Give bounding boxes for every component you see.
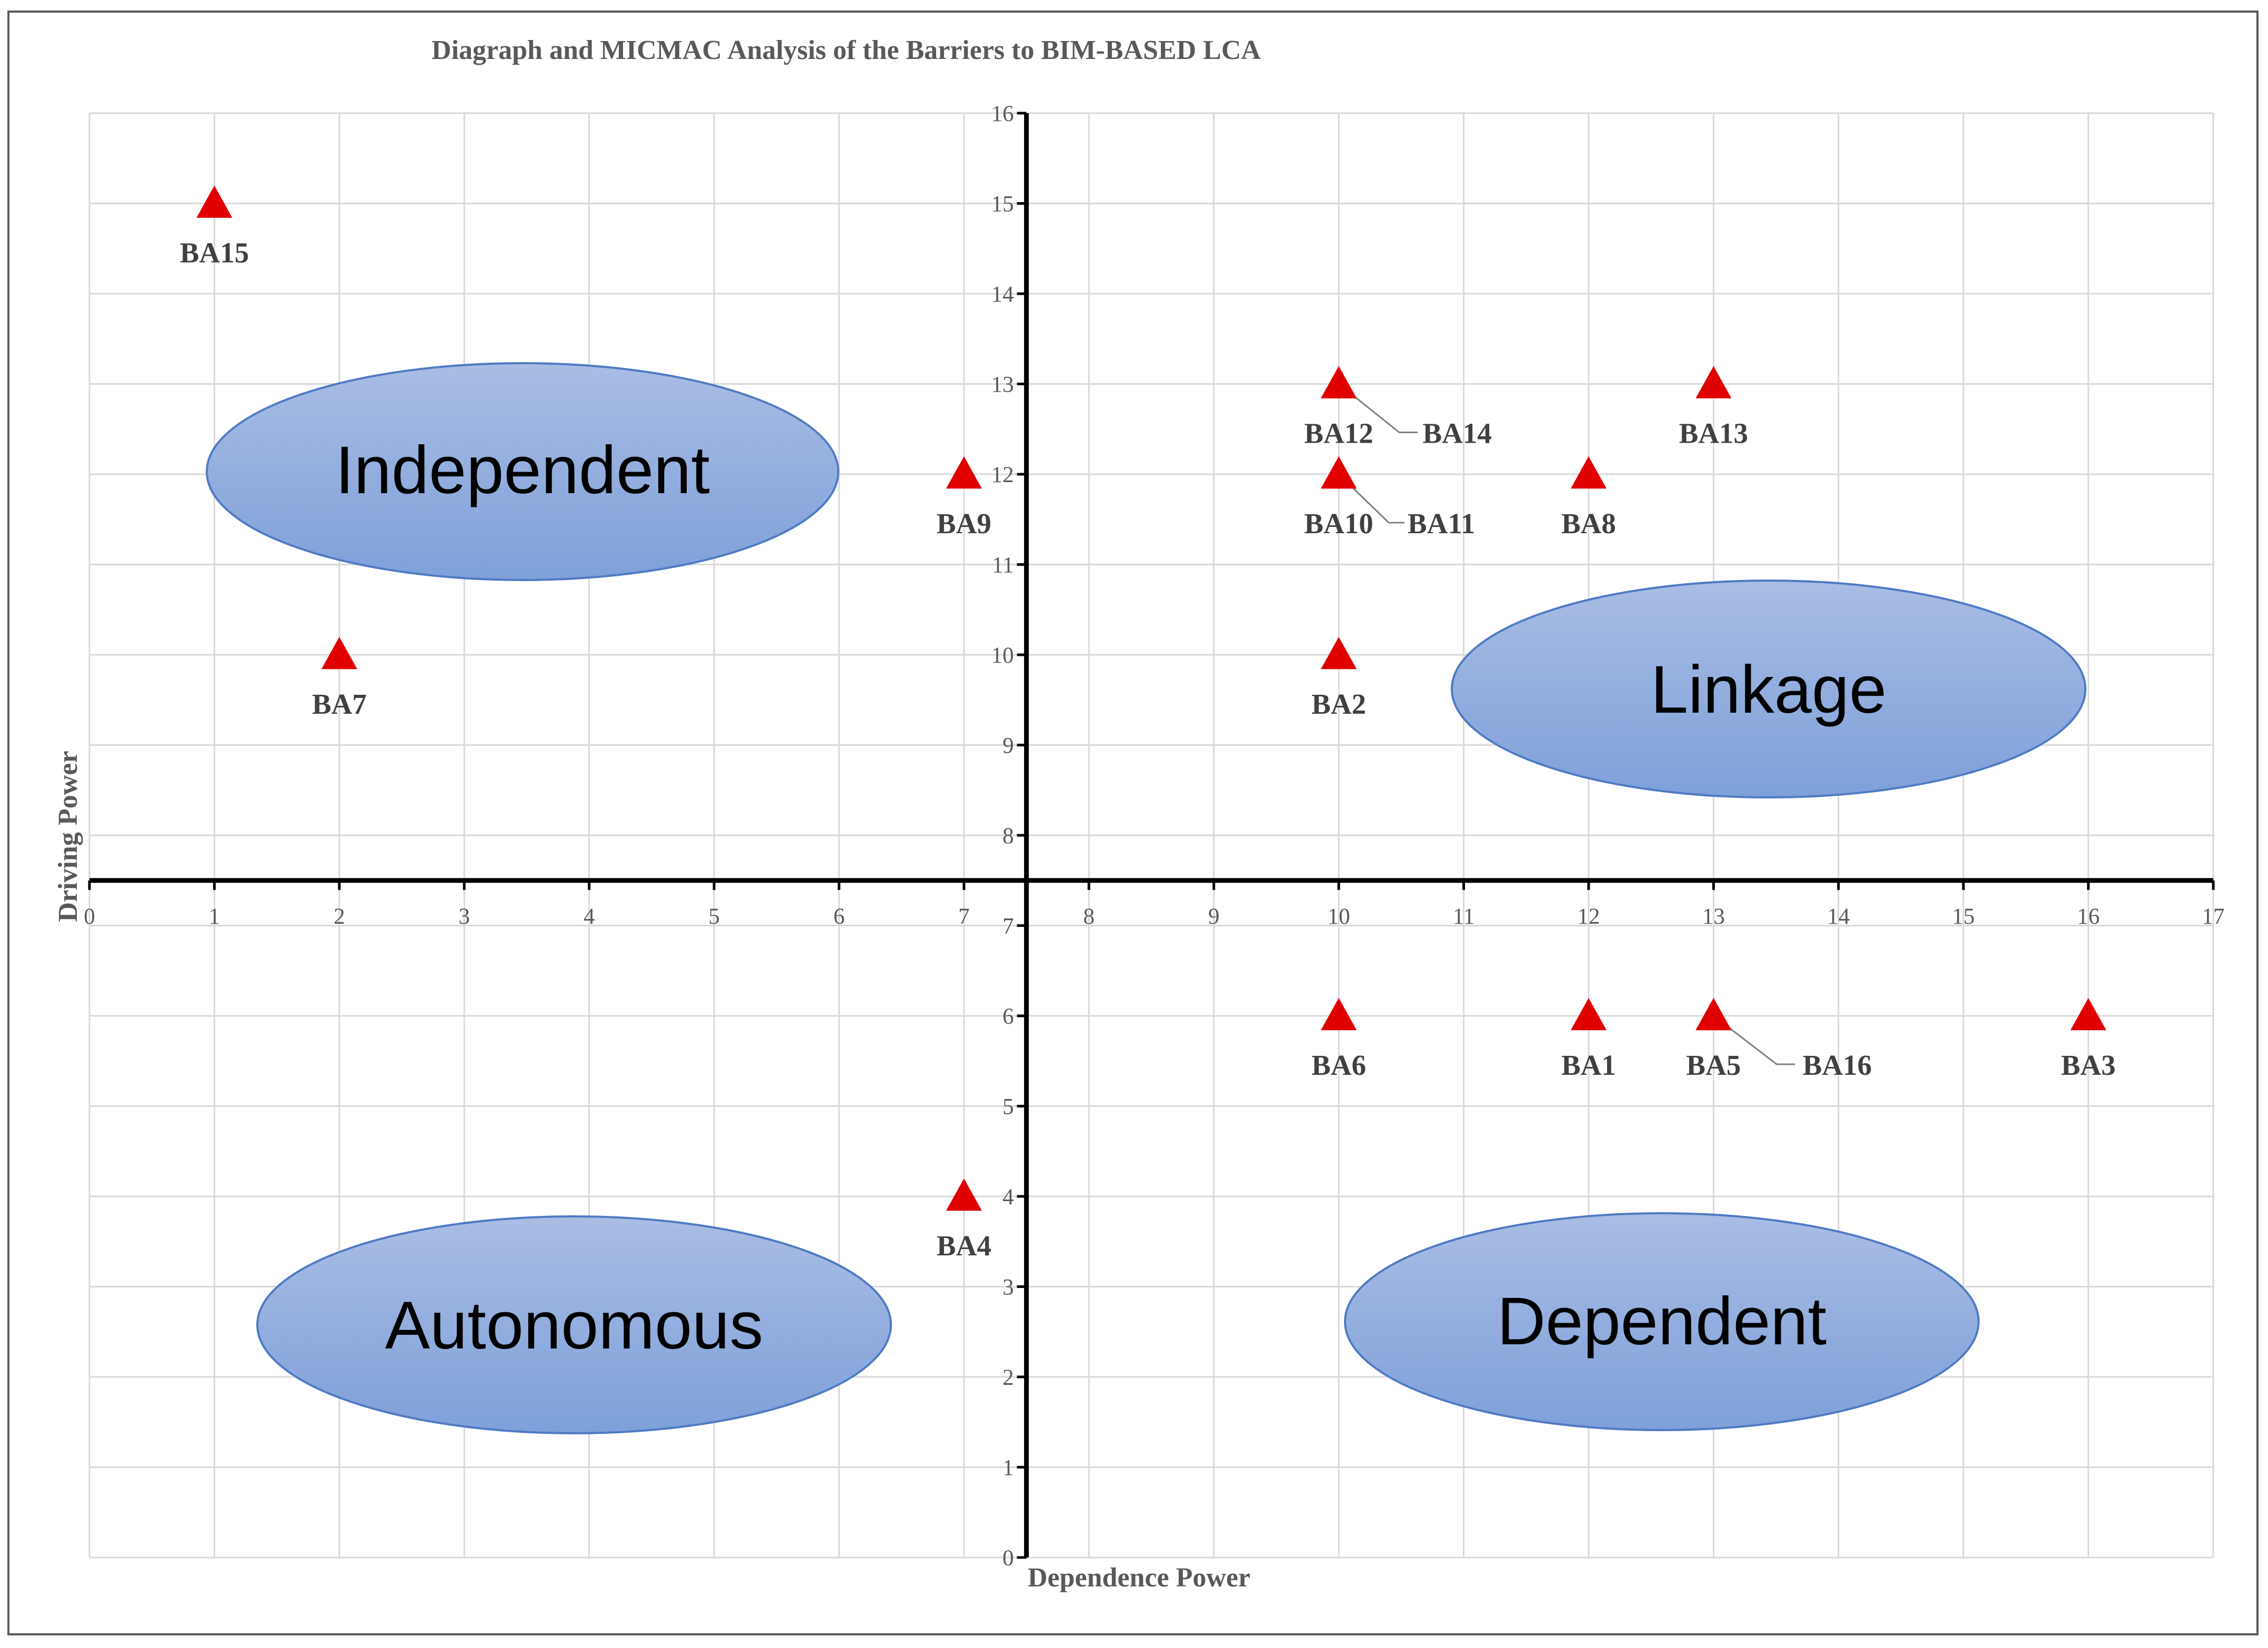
- x-tick-label: 9: [1208, 904, 1220, 929]
- x-tick-label: 8: [1083, 904, 1095, 929]
- region-label-independent: Independent: [335, 433, 710, 508]
- x-tick-label: 14: [1827, 904, 1850, 929]
- y-tick-label: 12: [991, 463, 1014, 487]
- point-label-ba2: BA2: [1311, 688, 1366, 720]
- point-ba14: [1321, 366, 1357, 398]
- leader-line-ba14: [1338, 383, 1418, 433]
- point-label-ba13: BA13: [1679, 417, 1748, 450]
- point-label-ba7: BA7: [312, 688, 367, 720]
- point-ba9: [946, 456, 982, 489]
- y-tick-label: 4: [1002, 1185, 1014, 1210]
- point-label-ba9: BA9: [937, 507, 991, 540]
- region-label-linkage: Linkage: [1651, 652, 1886, 727]
- leader-line-ba11: [1338, 473, 1405, 524]
- point-ba13: [1695, 366, 1732, 398]
- region-label-autonomous: Autonomous: [385, 1288, 764, 1363]
- region-ellipse-autonomous: [256, 1215, 892, 1434]
- x-tick-label: 16: [2077, 904, 2100, 929]
- x-tick-label: 2: [334, 904, 345, 929]
- y-tick-label: 10: [991, 643, 1014, 668]
- point-label-ba6: BA6: [1311, 1049, 1366, 1081]
- y-tick-label: 13: [991, 373, 1014, 397]
- x-tick-label: 1: [209, 904, 220, 929]
- axis-layer: [88, 112, 2215, 1559]
- point-ba8: [1570, 456, 1607, 489]
- point-ba3: [2070, 998, 2106, 1031]
- point-label-ba8: BA8: [1561, 507, 1616, 540]
- x-tick-label: 12: [1577, 904, 1600, 929]
- y-tick-label: 3: [1002, 1275, 1014, 1300]
- x-tick-label: 3: [458, 904, 470, 929]
- y-tick-label: 14: [991, 282, 1014, 307]
- point-label-ba3: BA3: [2061, 1049, 2116, 1081]
- region-ellipse-linkage: [1451, 580, 2086, 798]
- x-tick-label: 5: [708, 904, 720, 929]
- point-label-ba14: BA14: [1422, 417, 1491, 450]
- x-tick-label: 4: [584, 904, 595, 929]
- chart-title: Diagraph and MICMAC Analysis of the Barr…: [431, 35, 1261, 65]
- y-tick-label: 2: [1002, 1365, 1014, 1390]
- leader-line-ba16: [1713, 1015, 1795, 1065]
- point-label-ba16: BA16: [1803, 1049, 1872, 1081]
- y-tick-label: 7: [1002, 914, 1014, 939]
- y-tick-label: 6: [1002, 1004, 1014, 1029]
- point-ba1: [1570, 998, 1607, 1031]
- x-tick-label: 15: [1952, 904, 1975, 929]
- point-label-ba10: BA10: [1304, 507, 1373, 540]
- point-ba4: [946, 1178, 982, 1211]
- x-tick-label: 11: [1453, 904, 1474, 929]
- point-ba2: [1321, 637, 1357, 670]
- x-tick-label: 7: [958, 904, 970, 929]
- point-label-ba15: BA15: [180, 237, 249, 269]
- region-label-dependent: Dependent: [1497, 1284, 1827, 1359]
- region-ellipse-dependent: [1344, 1212, 1980, 1431]
- point-layer: [196, 185, 2106, 1211]
- point-label-ba5: BA5: [1686, 1049, 1741, 1081]
- x-tick-label: 0: [84, 904, 95, 929]
- y-tick-label: 16: [991, 102, 1014, 126]
- x-tick-label: 10: [1328, 904, 1350, 929]
- point-label-ba11: BA11: [1408, 507, 1475, 540]
- y-tick-label: 8: [1002, 824, 1014, 848]
- point-ba6: [1321, 998, 1357, 1031]
- x-tick-label: 17: [2202, 904, 2225, 929]
- leader-layer: [1338, 383, 1795, 1065]
- point-label-ba12: BA12: [1304, 417, 1373, 450]
- region-ellipse-independent: [206, 362, 839, 581]
- chart-svg: Diagraph and MICMAC Analysis of the Barr…: [53, 35, 2225, 1593]
- y-axis-title: Driving Power: [53, 751, 83, 922]
- x-axis-title: Dependence Power: [1028, 1563, 1250, 1593]
- y-tick-label: 1: [1002, 1456, 1014, 1481]
- point-ba7: [321, 637, 357, 670]
- point-label-ba4: BA4: [937, 1230, 991, 1262]
- chart-frame: Diagraph and MICMAC Analysis of the Barr…: [7, 11, 2259, 1635]
- point-ba11: [1321, 456, 1357, 489]
- y-tick-label: 11: [992, 553, 1013, 578]
- point-label-ba1: BA1: [1561, 1049, 1616, 1081]
- point-ba15: [196, 185, 233, 218]
- x-tick-label: 6: [834, 904, 845, 929]
- y-tick-label: 9: [1002, 734, 1014, 758]
- x-tick-label: 13: [1702, 904, 1725, 929]
- y-tick-label: 5: [1002, 1095, 1014, 1120]
- y-tick-label: 15: [991, 192, 1014, 217]
- y-tick-label: 0: [1002, 1546, 1014, 1571]
- point-ba16: [1695, 998, 1732, 1031]
